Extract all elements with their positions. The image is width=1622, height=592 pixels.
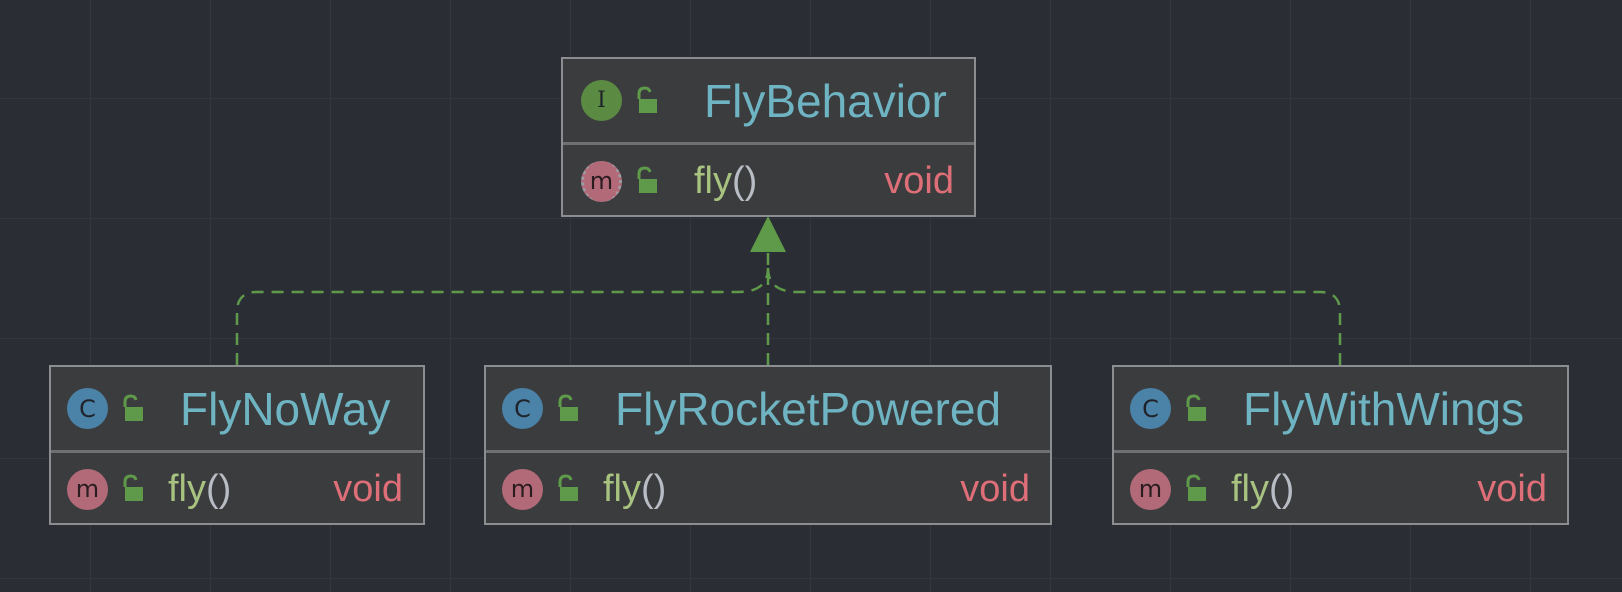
method-name: fly [694,160,732,202]
class-name[interactable]: FlyWithWings [1243,382,1525,435]
class-kind-icon: C [67,388,108,429]
abstract-method-icon: m [581,160,622,202]
method-row-fly[interactable]: m fly () void [1114,453,1567,525]
edge-flywithwings-to-flybehavior [766,267,1342,365]
method-icon: m [1130,468,1171,510]
method-parens: () [206,468,232,510]
class-kind-letter: C [1142,394,1159,423]
method-icon: m [67,468,108,510]
class-header: C FlyRocketPowered [486,367,1050,453]
return-type: void [333,468,403,510]
unlock-icon [558,393,578,421]
unlock-icon [123,474,143,501]
edge-flynoway-to-flybehavior [235,267,770,365]
method-badge-letter: m [510,475,535,503]
unlock-icon [558,474,578,501]
class-kind-letter: C [514,394,531,423]
method-badge-letter: m [75,475,100,503]
implements-arrowhead [750,216,786,252]
method-badge-letter: m [589,167,614,195]
class-box-flywithwings[interactable]: C FlyWithWings m fly () void [1112,365,1569,525]
method-parens: () [641,468,667,510]
unlock-icon [1186,474,1206,501]
method-row-fly[interactable]: m fly () void [486,453,1050,525]
interface-kind-icon: I [581,80,622,121]
method-icon: m [502,468,543,510]
method-parens: () [732,160,758,202]
unlock-icon [637,85,657,113]
class-header: C FlyWithWings [1114,367,1567,453]
method-name: fly [1231,468,1269,510]
method-name: fly [168,468,206,510]
method-row-fly[interactable]: m fly () void [51,453,423,525]
unlock-icon [637,166,657,193]
return-type: void [884,160,954,202]
method-row-fly[interactable]: m fly () void [563,145,974,217]
method-name: fly [603,468,641,510]
class-kind-icon: C [502,388,543,429]
class-kind-letter: C [79,394,96,423]
class-box-flyrocketpowered[interactable]: C FlyRocketPowered m fly () void [484,365,1052,525]
interface-kind-letter: I [597,88,606,113]
class-header: C FlyNoWay [51,367,423,453]
interface-header: I FlyBehavior [563,59,974,145]
class-name[interactable]: FlyRocketPowered [615,382,1002,435]
unlock-icon [123,393,143,421]
class-name[interactable]: FlyNoWay [180,382,391,435]
return-type: void [960,468,1030,510]
method-parens: () [1269,468,1295,510]
return-type: void [1477,468,1547,510]
class-box-flynoway[interactable]: C FlyNoWay m fly () void [49,365,425,525]
interface-name[interactable]: FlyBehavior [704,74,947,127]
interface-box-flybehavior[interactable]: I FlyBehavior m fly () void [561,57,976,217]
method-badge-letter: m [1138,475,1163,503]
unlock-icon [1186,393,1206,421]
class-kind-icon: C [1130,388,1171,429]
